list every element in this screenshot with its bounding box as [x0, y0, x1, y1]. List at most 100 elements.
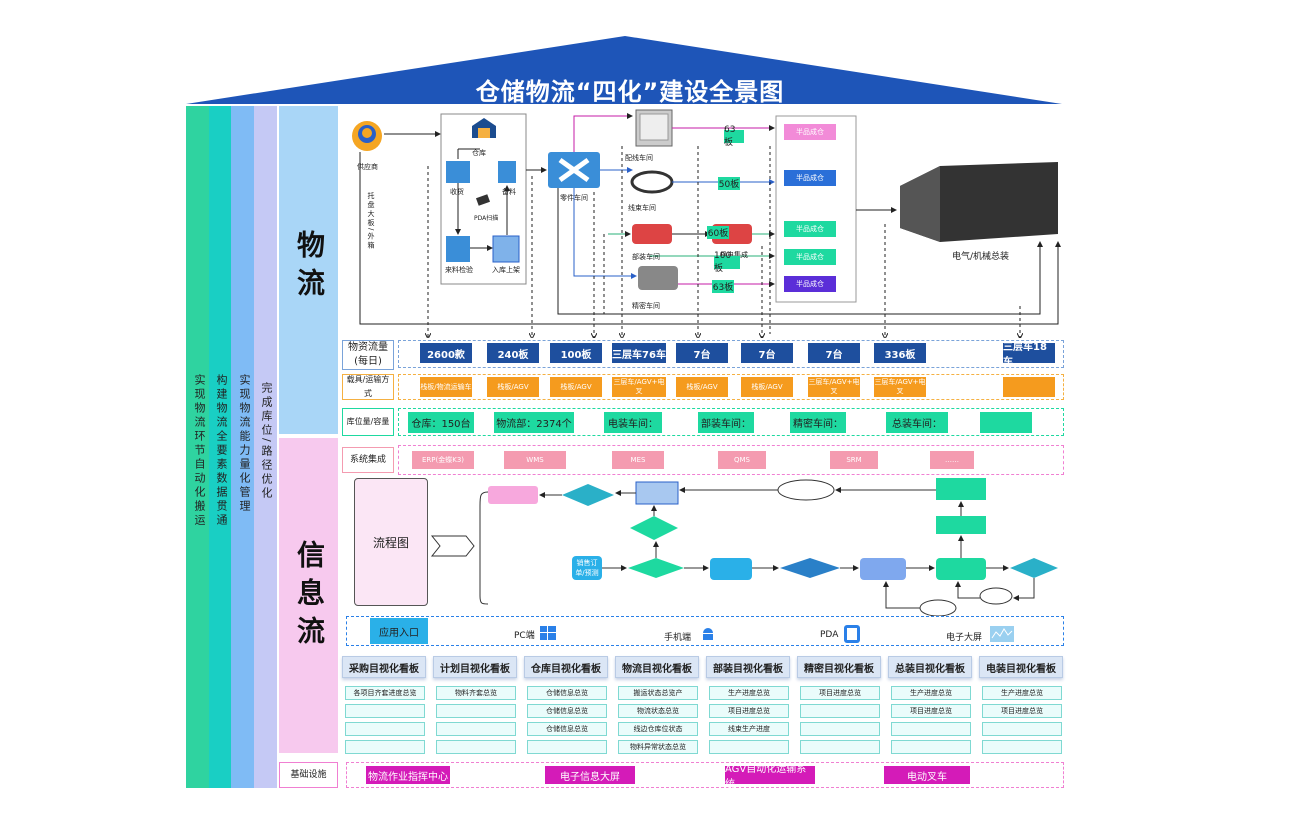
board-item[interactable] — [982, 722, 1062, 736]
board-title-6[interactable]: 精密目视化看板 — [797, 656, 881, 678]
infra-info-screen: 电子信息大屏 — [545, 766, 635, 784]
board-item[interactable] — [709, 740, 789, 754]
flow-value-4: 三层车76车 — [612, 343, 666, 363]
pillar-text-1: 实现物流环节自动化搬运 — [193, 374, 206, 528]
board-item[interactable] — [982, 740, 1062, 754]
roof — [186, 36, 1062, 104]
board-item[interactable]: 项目进度总览 — [891, 704, 971, 718]
carrier-4: 三层车/AGV+电叉 — [612, 377, 666, 397]
infra-band — [346, 762, 1064, 788]
putaway-label: 入库上架 — [492, 266, 520, 274]
logistics-section-label: 物流 — [293, 230, 326, 306]
board-title-3[interactable]: 仓库目视化看板 — [524, 656, 608, 678]
board-item[interactable]: 生产进度总览 — [709, 686, 789, 700]
logistics-section-bg — [279, 106, 338, 434]
tag-63b: 63板 — [712, 280, 734, 293]
board-item[interactable]: 物料异常状态总览 — [618, 740, 698, 754]
windows-icon[interactable] — [540, 626, 556, 640]
android-icon[interactable] — [700, 626, 716, 642]
tablet-icon[interactable] — [843, 624, 861, 644]
board-item[interactable] — [436, 722, 516, 736]
flow-value-3: 100板 — [550, 343, 602, 363]
carrier-row-band — [398, 374, 1064, 400]
pillar-2 — [209, 106, 231, 788]
entry-pda-label: PDA — [820, 630, 839, 640]
picking-label: 备料 — [502, 188, 516, 196]
sales-order-node: 销售订单/预测 — [575, 559, 599, 577]
flowchart-box: 流程图 — [354, 478, 428, 606]
capacity-2: 物流部：2374个 — [494, 412, 574, 433]
system-wms: WMS — [504, 451, 566, 469]
board-item[interactable] — [891, 722, 971, 736]
info-section-label: 信息流 — [293, 540, 326, 654]
board-item[interactable]: 线边仓库位状态 — [618, 722, 698, 736]
flowchart-diagram — [430, 478, 1058, 616]
capacity-7 — [980, 412, 1032, 433]
final-assembly-label: 电气/机械总装 — [952, 252, 1010, 262]
logistics-diagram — [352, 109, 1061, 338]
system-mes: MES — [612, 451, 664, 469]
board-item[interactable]: 线束生产进度 — [709, 722, 789, 736]
board-item[interactable]: 项目进度总览 — [709, 704, 789, 718]
board-item[interactable]: 仓储信息总览 — [527, 722, 607, 736]
board-item[interactable]: 项目进度总览 — [982, 704, 1062, 718]
carrier-9 — [1003, 377, 1055, 397]
semi-stock-4: 半品成仓 — [784, 249, 836, 265]
board-title-8[interactable]: 电装目视化看板 — [979, 656, 1063, 678]
board-item[interactable] — [527, 740, 607, 754]
entry-mobile-label: 手机端 — [664, 633, 692, 643]
capacity-3: 电装车间： — [604, 412, 662, 433]
board-title-2[interactable]: 计划目视化看板 — [433, 656, 517, 678]
board-title-1[interactable]: 采购目视化看板 — [342, 656, 426, 678]
tag-60: 60板 — [707, 226, 729, 239]
parts-workshop-label: 零件车间 — [560, 194, 588, 202]
board-item[interactable] — [345, 722, 425, 736]
board-item[interactable] — [436, 704, 516, 718]
board-item[interactable]: 物料齐套总览 — [436, 686, 516, 700]
board-item[interactable]: 仓储信息总览 — [527, 686, 607, 700]
systems-band — [398, 445, 1064, 475]
board-item[interactable]: 生产进度总览 — [982, 686, 1062, 700]
pillar-1 — [186, 106, 209, 788]
board-title-5[interactable]: 部装目视化看板 — [706, 656, 790, 678]
wiring-workshop-label: 配线车间 — [625, 154, 653, 162]
entry-label: 应用入口 — [370, 618, 428, 644]
system-more: …… — [930, 451, 974, 469]
inspection-label: 来料检验 — [445, 266, 473, 274]
board-item[interactable] — [800, 704, 880, 718]
board-title-7[interactable]: 总装目视化看板 — [888, 656, 972, 678]
flow-value-7: 7台 — [808, 343, 860, 363]
board-title-4[interactable]: 物流目视化看板 — [615, 656, 699, 678]
warehouse-label: 仓库 — [472, 149, 486, 157]
transport-label: 托盘大板/外箱 — [367, 192, 375, 251]
screen-icon[interactable] — [990, 626, 1014, 642]
carrier-5: 栈板/AGV — [676, 377, 728, 397]
precision-workshop-label: 精密车间 — [632, 302, 660, 310]
board-item[interactable] — [345, 740, 425, 754]
board-item[interactable] — [800, 722, 880, 736]
system-erp: ERP(金蝶K3) — [412, 451, 474, 469]
semi-stock-1: 半品成仓 — [784, 124, 836, 140]
flow-value-2: 240板 — [487, 343, 539, 363]
board-item[interactable]: 搬运状态总览产 — [618, 686, 698, 700]
semi-stock-3: 半品成仓 — [784, 221, 836, 237]
board-item[interactable]: 生产进度总览 — [891, 686, 971, 700]
flow-value-8: 336板 — [874, 343, 926, 363]
board-item[interactable] — [800, 740, 880, 754]
mech-label: 机电集成 — [720, 251, 748, 259]
flow-row-label-bg — [342, 340, 394, 370]
board-item[interactable] — [436, 740, 516, 754]
board-item[interactable]: 物流状态总览 — [618, 704, 698, 718]
harness-workshop-label: 线束车间 — [628, 204, 656, 212]
flow-value-5: 7台 — [676, 343, 728, 363]
carrier-6: 栈板/AGV — [741, 377, 793, 397]
carrier-2: 栈板/AGV — [487, 377, 539, 397]
board-item[interactable]: 各项目齐套进度总览 — [345, 686, 425, 700]
infra-forklift: 电动叉车 — [884, 766, 970, 784]
board-item[interactable] — [345, 704, 425, 718]
board-item[interactable] — [891, 740, 971, 754]
board-item[interactable]: 仓储信息总览 — [527, 704, 607, 718]
systems-label: 系统集成 — [342, 447, 394, 473]
board-item[interactable]: 项目进度总览 — [800, 686, 880, 700]
system-srm: SRM — [830, 451, 878, 469]
